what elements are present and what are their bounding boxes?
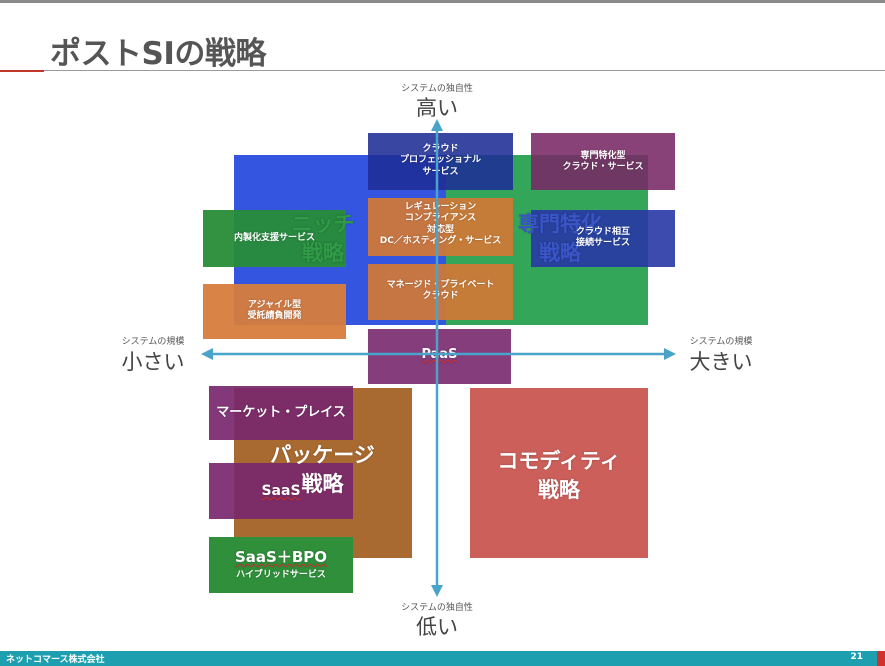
cloud-professional-services-box — [368, 133, 513, 190]
top-border — [0, 0, 885, 3]
agile-development-label: アジャイル型 受託請負開発 — [247, 300, 302, 322]
agile-development-box — [203, 284, 346, 339]
niche-strategy-label: ニッチ 戦略 — [291, 212, 355, 266]
page-number: 21 — [850, 652, 863, 662]
footer-accent — [877, 651, 885, 666]
regulation-compliance-label: レギュレーション コンプライアンス 対応型 DC／ホスティング・サービス — [379, 202, 502, 246]
commodity-strategy-box — [470, 388, 648, 558]
company-name: ネットコマース株式会社 — [6, 655, 105, 665]
left-axis-label: 小さい — [121, 350, 185, 374]
top-axis-caption: システムの独自性 — [401, 84, 473, 94]
cloud-professional-services-label: クラウド プロフェッショナル サービス — [399, 144, 481, 177]
package-strategy-label: パッケージ 戦略 — [270, 443, 375, 497]
bottom-axis-caption: システムの独自性 — [401, 603, 473, 613]
hybrid-service-label: ハイブリッドサービス — [236, 570, 326, 580]
right-axis-label: 大きい — [689, 350, 753, 374]
page-title: ポストSIの戦略 — [50, 36, 266, 72]
cloud-interconnect-label: クラウド相互 接続サービス — [575, 227, 630, 249]
paas-box — [368, 329, 511, 384]
in-house-support-label: 内製化支援サービス — [233, 233, 315, 243]
right-axis-caption: システムの規模 — [689, 337, 753, 347]
in-house-support-box — [203, 210, 346, 267]
title-accent-rule — [0, 70, 44, 72]
axis-arrow-right — [664, 348, 676, 360]
specialized-strategy-label: 専門特化 戦略 — [518, 212, 602, 266]
left-axis-caption: システムの規模 — [121, 337, 185, 347]
cloud-interconnect-box — [531, 210, 675, 267]
managed-private-cloud-label: マネージド・プライベート クラウド — [386, 280, 495, 302]
paas-label: PaaS — [421, 347, 458, 362]
commodity-strategy-label: コモディティ 戦略 — [497, 449, 621, 503]
axis-arrow-left — [201, 348, 213, 360]
regulation-compliance-box — [368, 198, 513, 256]
saas-label: SaaS — [261, 483, 301, 499]
footer-bar: ネットコマース株式会社 21 — [0, 651, 885, 666]
marketplace-label: マーケット・プレイス — [216, 405, 346, 420]
top-axis-label: 高い — [416, 96, 458, 120]
saas-bpo-label: SaaS＋BPO — [234, 548, 328, 566]
specialized-cloud-services-box — [531, 133, 675, 190]
marketplace-box — [209, 386, 353, 440]
specialized-cloud-services-label: 専門特化型 クラウド・サービス — [562, 151, 644, 173]
managed-private-cloud-box — [368, 264, 513, 320]
bottom-axis-label: 低い — [416, 615, 458, 639]
axis-arrow-down — [431, 585, 443, 597]
saas-box — [209, 463, 353, 519]
title-rule — [44, 70, 885, 71]
saas-bpo-box — [209, 537, 353, 593]
